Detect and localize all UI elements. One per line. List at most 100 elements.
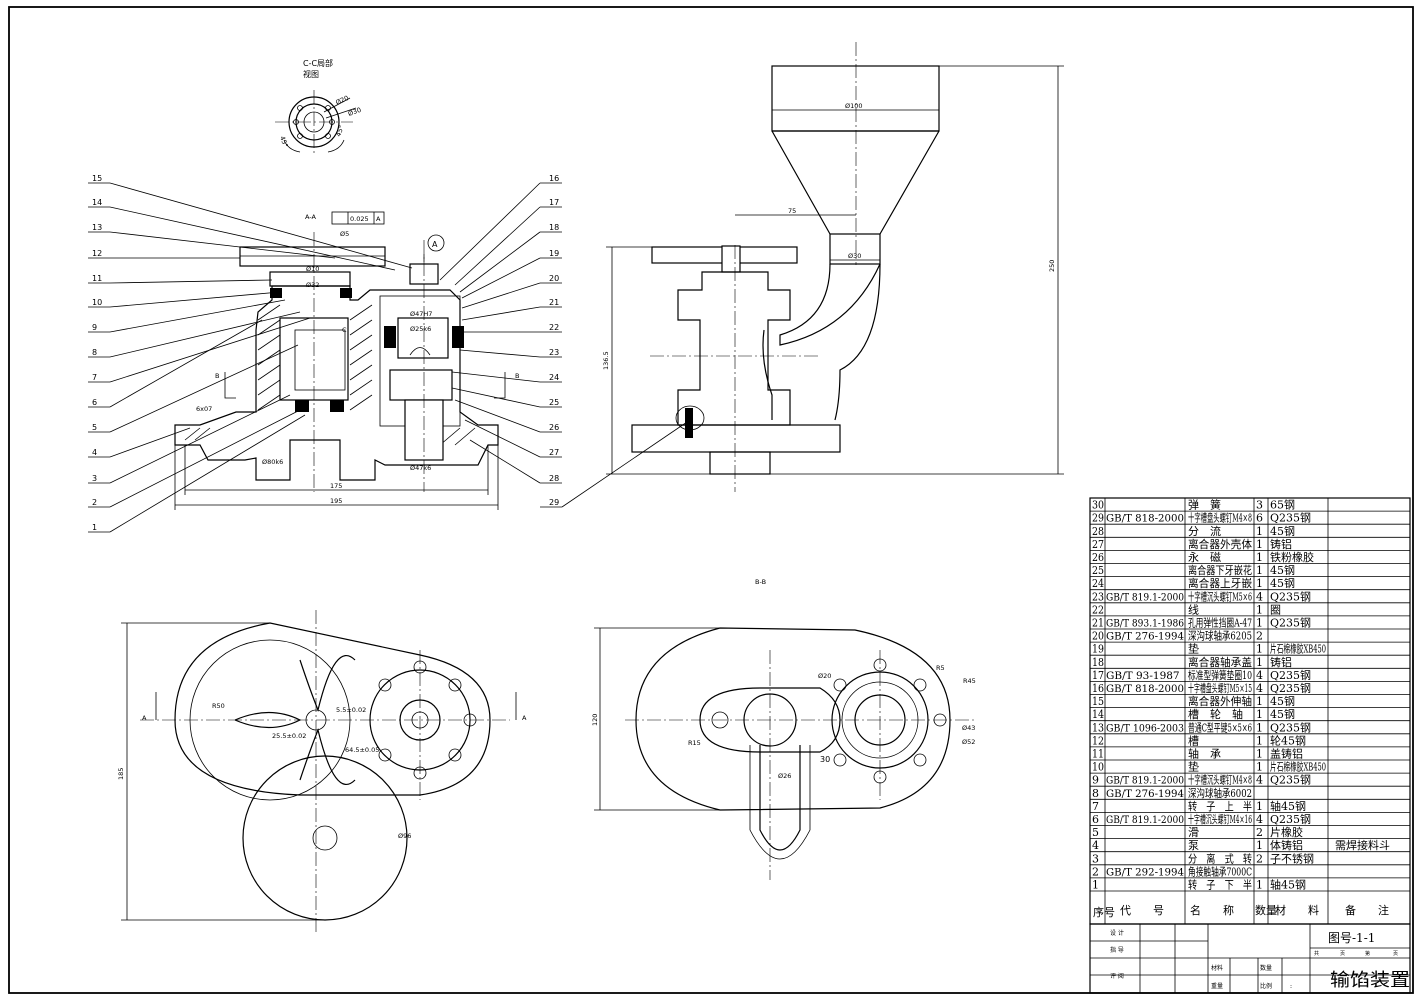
bom-cell-mat: Q235钢 xyxy=(1270,512,1311,525)
bom-cell-code: GB/T 276-1994 xyxy=(1106,788,1184,800)
bom-cell-no: 28 xyxy=(1092,525,1104,538)
front-dim-8: Ø47k6 xyxy=(410,464,431,472)
tb-sheets-page: 页 xyxy=(1340,951,1345,957)
bom-cell-qty: 1 xyxy=(1256,577,1263,590)
tb-drawing-no: 图号-1-1 xyxy=(1328,931,1375,945)
plan-mark-a-right: A xyxy=(522,714,527,722)
bom-cell-qty: 1 xyxy=(1256,734,1263,747)
bom-cell-no: 1 xyxy=(1092,879,1099,892)
front-dim-3: Ø32 xyxy=(306,281,319,289)
balloon-23: 23 xyxy=(549,348,559,357)
bom-cell-qty: 1 xyxy=(1256,538,1263,551)
balloon-9: 9 xyxy=(92,323,97,332)
front-section-view: A-A 0.025 A A Ø5 Ø10 Ø32 Ø47H7 Ø25k6 6x0… xyxy=(174,211,519,510)
tb-weight: 重量 xyxy=(1211,982,1223,990)
side-view-hopper: Ø100 75 Ø30 250 136.5 xyxy=(602,42,1064,492)
plan-mark-a-left: A xyxy=(142,714,147,722)
front-dim-2: Ø10 xyxy=(306,265,319,273)
bom-cell-qty: 1 xyxy=(1256,748,1263,761)
section-aa-label: A-A xyxy=(305,213,317,221)
bom-cell-name: 转 子 上 半 xyxy=(1188,799,1252,813)
bom-cell-code: GB/T 819.1-2000 xyxy=(1106,814,1184,826)
tolerance-frame xyxy=(331,211,385,225)
bom-cell-qty: 1 xyxy=(1256,564,1263,577)
bom-cell-qty: 4 xyxy=(1256,682,1263,695)
bb-view-title: B-B xyxy=(755,578,766,586)
bom-cell-code: GB/T 93-1987 xyxy=(1106,670,1180,682)
side-dim-75: 75 xyxy=(788,207,796,215)
bb-dim-r45: R45 xyxy=(963,677,976,685)
bom-cell-mat: 轴45钢 xyxy=(1270,878,1306,892)
balloon-7: 7 xyxy=(92,373,97,382)
balloon-28: 28 xyxy=(549,474,559,483)
bom-cell-no: 19 xyxy=(1092,643,1104,656)
bom-cell-no: 2 xyxy=(1092,865,1099,878)
balloon-17: 17 xyxy=(549,198,559,207)
bom-cell-qty: 1 xyxy=(1256,525,1263,538)
bom-cell-no: 23 xyxy=(1092,590,1104,603)
bom-cell-mat: 45钢 xyxy=(1270,564,1295,577)
bom-header-name: 名 称 xyxy=(1190,903,1234,917)
bom-cell-name: 十字槽盘头螺钉M5×15 xyxy=(1188,681,1252,695)
bom-cell-note: 需焊接料斗 xyxy=(1335,838,1390,852)
side-dim-250: 250 xyxy=(1048,260,1056,272)
bom-cell-name: 离合器外伸轴 xyxy=(1188,694,1252,708)
bom-cell-mat: 65钢 xyxy=(1270,499,1295,512)
bom-cell-no: 30 xyxy=(1092,499,1104,512)
tb-scale: 比例 xyxy=(1260,982,1272,990)
bb-dim-26: Ø26 xyxy=(778,772,791,780)
balloon-11: 11 xyxy=(92,274,102,283)
bom-cell-code: GB/T 292-1994 xyxy=(1106,866,1184,878)
tb-sheets-total: 共 xyxy=(1314,950,1319,957)
front-dim-6: 6x07 xyxy=(196,405,212,413)
bom-cell-mat: 轮45钢 xyxy=(1270,733,1306,747)
bom-cell-no: 14 xyxy=(1092,708,1104,721)
balloon-26: 26 xyxy=(549,423,559,432)
bom-cell-mat: 铸铝 xyxy=(1270,655,1292,669)
bom-cell-name: 标准型弹簧垫圈10 xyxy=(1188,668,1252,682)
balloon-22: 22 xyxy=(549,323,559,332)
bom-cell-name: 十字槽沉头螺钉M5×6 xyxy=(1188,589,1252,603)
bom-cell-mat: 盖铸铝 xyxy=(1270,747,1303,761)
front-mark-c: C xyxy=(342,326,347,334)
bom-cell-name: 槽 轮 轴 xyxy=(1188,707,1243,721)
bom-cell-mat: Q235钢 xyxy=(1270,774,1311,787)
bom-cell-mat: Q235钢 xyxy=(1270,721,1311,734)
bom-cell-no: 29 xyxy=(1092,512,1104,525)
bom-cell-mat: Q235钢 xyxy=(1270,590,1311,603)
balloon-15: 15 xyxy=(92,174,102,183)
balloon-24: 24 xyxy=(549,373,559,382)
bom-cell-qty: 2 xyxy=(1256,852,1263,865)
bom-cell-mat: 45钢 xyxy=(1270,708,1295,721)
bom-cell-name: 十字槽沉头螺钉M4×16 xyxy=(1188,812,1252,826)
front-dim-175: 175 xyxy=(330,482,342,490)
bom-cell-name: 滑 xyxy=(1188,826,1199,839)
bom-cell-no: 15 xyxy=(1092,695,1104,708)
bom-cell-name: 孔用弹性挡圈A-47 xyxy=(1188,616,1252,630)
bom-header-qty: 数量 xyxy=(1255,904,1277,917)
balloon-25: 25 xyxy=(549,398,559,407)
bom-cell-mat: 片石棉橡胶XB450 xyxy=(1270,760,1326,774)
bom-cell-no: 9 xyxy=(1092,774,1099,787)
tb-design: 设 计 xyxy=(1110,929,1124,937)
bom-cell-mat: 铸铝 xyxy=(1270,537,1292,551)
balloon-1: 1 xyxy=(92,523,97,532)
balloon-18: 18 xyxy=(549,223,559,232)
bom-cell-mat: 片石棉橡胶XB450 xyxy=(1270,642,1326,656)
cc-dim-3: 45° xyxy=(278,135,289,149)
bom-cell-code: GB/T 818-2000 xyxy=(1106,513,1184,525)
balloon-6: 6 xyxy=(92,398,97,407)
front-dim-195: 195 xyxy=(330,497,342,505)
plan-dim-185: 185 xyxy=(117,768,125,780)
bom-cell-name: 分 离 式 转 xyxy=(1188,851,1252,865)
bom-cell-name: 垫 xyxy=(1188,642,1199,656)
bb-dim-r5: R5 xyxy=(936,664,945,672)
bom-cell-qty: 4 xyxy=(1256,669,1263,682)
bom-cell-code: GB/T 893.1-1986 xyxy=(1106,618,1184,630)
balloons-left: 15 14 13 12 11 10 9 8 7 6 5 4 3 2 1 xyxy=(88,174,413,533)
bom-cell-no: 11 xyxy=(1092,748,1104,761)
bom-cell-no: 22 xyxy=(1092,603,1104,616)
plan-dim-645: 64.5±0.05 xyxy=(345,746,379,754)
balloons-right: 16 17 18 19 20 21 22 23 24 25 26 27 28 2… xyxy=(439,174,691,508)
